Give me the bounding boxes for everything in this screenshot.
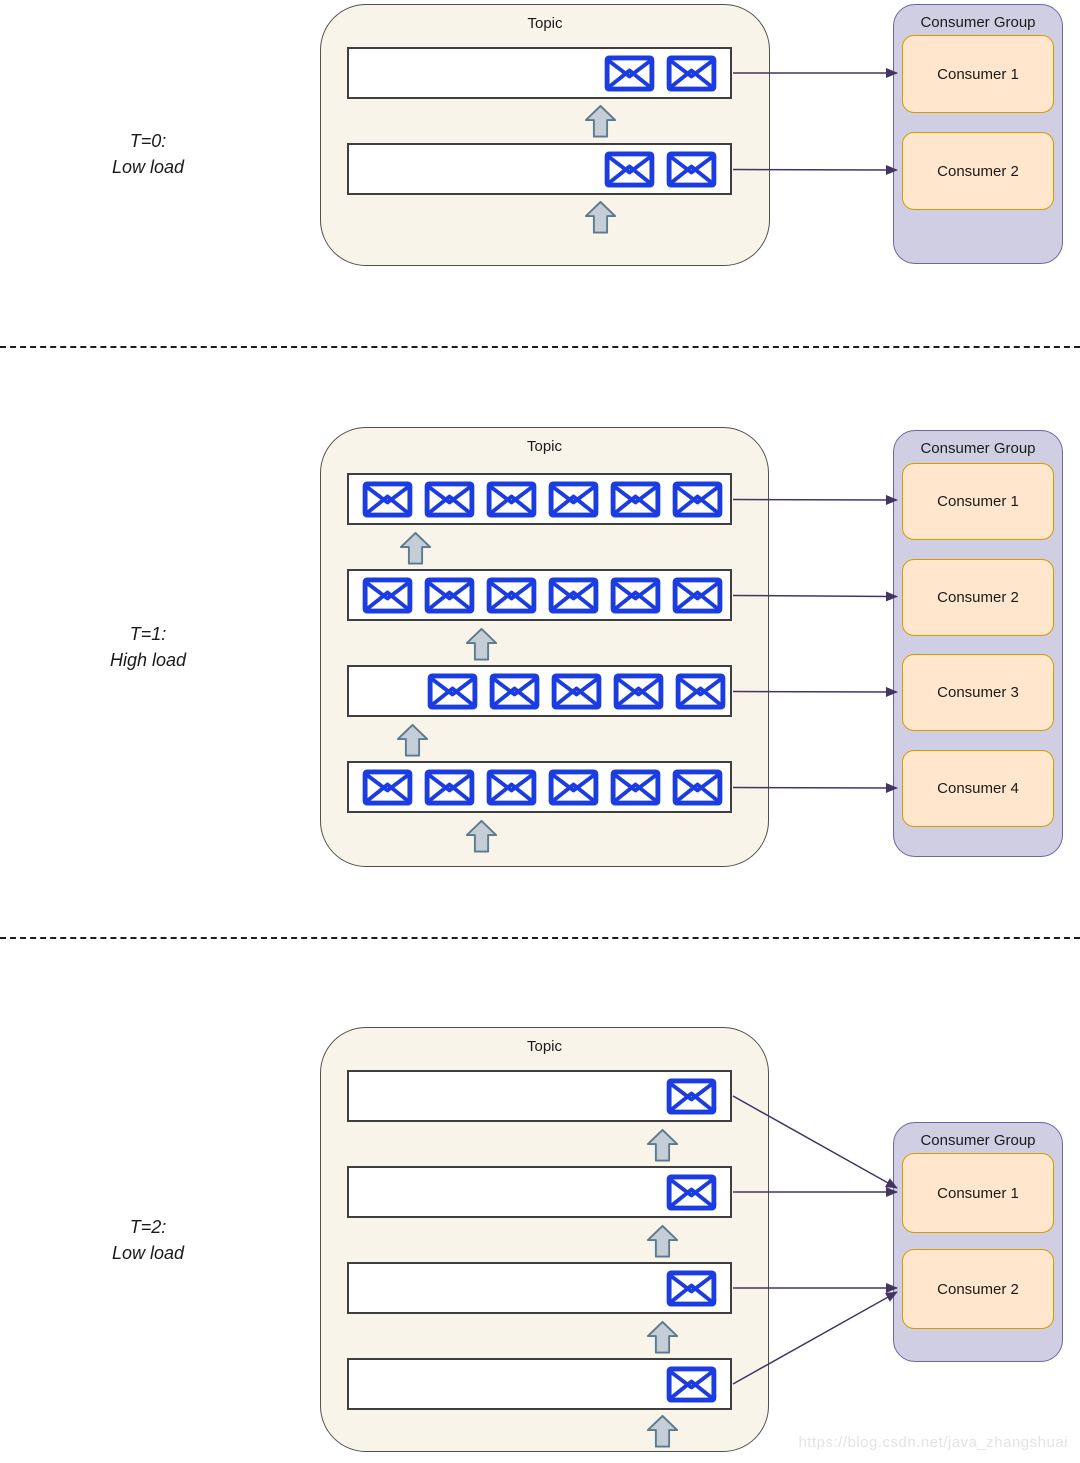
partition-row (347, 665, 732, 717)
partition-row (347, 569, 732, 621)
partition-row (347, 1262, 732, 1314)
message-envelope-icon (610, 769, 661, 806)
message-envelope-icon (486, 577, 537, 614)
produce-arrow-icon (584, 104, 617, 138)
produce-arrow-icon (584, 200, 617, 234)
produce-arrow-icon (396, 723, 429, 757)
message-envelope-icon (548, 769, 599, 806)
produce-arrow-icon (646, 1414, 679, 1448)
message-envelope-icon (489, 673, 540, 710)
message-envelope-icon (427, 673, 478, 710)
produce-arrow-icon (646, 1320, 679, 1354)
consumer-group-box: Consumer Group Consumer 1 Consumer 2 (893, 4, 1063, 264)
produce-arrow-icon (465, 819, 498, 853)
partition-row (347, 47, 732, 99)
message-envelope-icon (362, 577, 413, 614)
topic-title: Topic (526, 438, 563, 455)
time-label-t2: T=2: Low load (58, 1214, 238, 1266)
partition-row (347, 1070, 732, 1122)
time-label-line2: High load (109, 650, 187, 670)
message-envelope-icon (666, 55, 717, 92)
consumer-box: Consumer 3 (902, 654, 1054, 731)
topic-title: Topic (526, 1038, 563, 1055)
time-label-line1: T=1: (129, 624, 167, 644)
time-label-t1: T=1: High load (58, 621, 238, 673)
partition-row (347, 761, 732, 813)
message-envelope-icon (613, 673, 664, 710)
time-label-line2: Low load (111, 1243, 185, 1263)
consumer-group-box: Consumer Group Consumer 1 Consumer 2 (893, 1122, 1063, 1362)
partition-row (347, 1358, 732, 1410)
message-envelope-icon (424, 577, 475, 614)
message-envelope-icon (424, 769, 475, 806)
consumer-box: Consumer 2 (902, 559, 1054, 636)
time-label-line2: Low load (111, 157, 185, 177)
consumer-box: Consumer 1 (902, 463, 1054, 540)
consumer-box: Consumer 2 (902, 132, 1054, 210)
message-envelope-icon (486, 769, 537, 806)
time-label-line1: T=2: (129, 1217, 167, 1237)
topic-box: Topic (320, 4, 770, 266)
watermark-text: https://blog.csdn.net/java_zhangshuai (798, 1434, 1068, 1451)
message-envelope-icon (666, 1078, 717, 1115)
message-envelope-icon (548, 481, 599, 518)
message-envelope-icon (610, 577, 661, 614)
message-envelope-icon (666, 151, 717, 188)
produce-arrow-icon (646, 1128, 679, 1162)
message-envelope-icon (666, 1270, 717, 1307)
consumer-group-box: Consumer Group Consumer 1 Consumer 2 Con… (893, 430, 1063, 857)
consumer-box: Consumer 4 (902, 750, 1054, 827)
consumer-group-title: Consumer Group (920, 440, 1036, 457)
consumer-box: Consumer 1 (902, 1153, 1054, 1233)
message-envelope-icon (424, 481, 475, 518)
message-envelope-icon (604, 55, 655, 92)
message-envelope-icon (486, 481, 537, 518)
message-envelope-icon (666, 1174, 717, 1211)
message-envelope-icon (666, 1366, 717, 1403)
consumer-group-title: Consumer Group (920, 1132, 1036, 1149)
produce-arrow-icon (465, 627, 498, 661)
consumer-box: Consumer 1 (902, 35, 1054, 113)
message-envelope-icon (362, 769, 413, 806)
message-envelope-icon (672, 481, 723, 518)
section-divider (0, 346, 1080, 348)
message-envelope-icon (604, 151, 655, 188)
partition-row (347, 1166, 732, 1218)
message-envelope-icon (362, 481, 413, 518)
section-divider (0, 937, 1080, 939)
message-envelope-icon (672, 577, 723, 614)
message-envelope-icon (675, 673, 726, 710)
message-envelope-icon (610, 481, 661, 518)
consumer-group-title: Consumer Group (920, 14, 1036, 31)
time-label-line1: T=0: (129, 131, 167, 151)
consumer-box: Consumer 2 (902, 1249, 1054, 1329)
partition-row (347, 143, 732, 195)
produce-arrow-icon (646, 1224, 679, 1258)
time-label-t0: T=0: Low load (58, 128, 238, 180)
message-envelope-icon (551, 673, 602, 710)
message-envelope-icon (548, 577, 599, 614)
produce-arrow-icon (399, 531, 432, 565)
topic-title: Topic (527, 15, 563, 32)
message-envelope-icon (672, 769, 723, 806)
partition-row (347, 473, 732, 525)
